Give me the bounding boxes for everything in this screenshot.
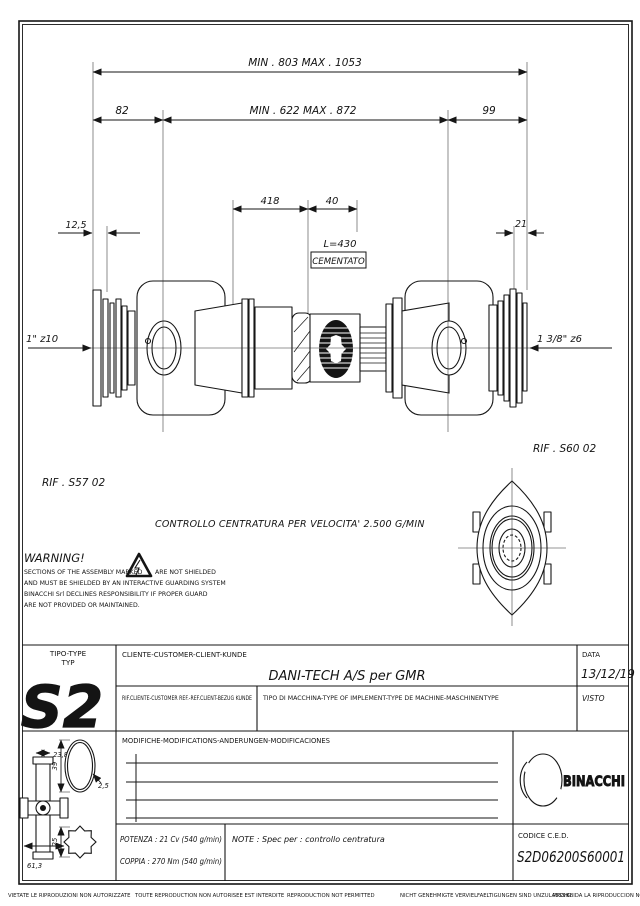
tipo-label-2: TYP — [60, 658, 75, 667]
dim-12-5: 12,5 — [65, 220, 86, 231]
modifiche-label: MODIFICHE-MODIFICATIONS-ANDERUNGEN-MODIF… — [122, 737, 330, 745]
dim-99: 99 — [482, 105, 496, 117]
visto-label: VISTO — [582, 694, 605, 703]
warning-title: WARNING! — [24, 551, 85, 565]
warning-line4: ARE NOT PROVIDED OR MAINTAINED. — [24, 602, 140, 609]
tube-wall-dim: 2,5 — [98, 782, 109, 790]
coppia-value: COPPIA : 270 Nm (540 g/min) — [120, 857, 222, 866]
footer-notice-it: VIETATE LE RIPRODUZIONI NON AUTORIZZATE — [8, 893, 131, 899]
cross-length-dim: 61,3 — [27, 862, 42, 870]
footer-notice-en: REPRODUCTION NOT PERMITTED — [287, 893, 375, 899]
grease-nipple-icon — [144, 337, 152, 345]
cross-journal-view: 23,8 61,3 — [19, 749, 69, 870]
tube-od-dim: 39 — [51, 762, 59, 771]
data-label: DATA — [582, 651, 600, 659]
control-note: CONTROLLO CENTRATURA PER VELOCITA' 2.500… — [155, 519, 425, 530]
title-block-grid — [22, 644, 629, 881]
warning-triangle-icon — [125, 552, 153, 578]
footer-notice-fr: TOUTE REPRODUCTION NON AUTORISEE EST INT… — [134, 893, 285, 899]
cliente-value: DANI-TECH A/S per GMR — [268, 669, 425, 684]
extension-lines — [92, 62, 528, 316]
footer-notice-de: NICHT GENEHMIGTE VERVIELFAELTIGUNGEN SIN… — [400, 893, 571, 899]
footer-notices: VIETATE LE RIPRODUZIONI NON AUTORIZZATE … — [8, 893, 640, 899]
note-value: NOTE : Spec per : controllo centratura — [232, 835, 385, 844]
spline-right-label: 1 3/8" z6 — [537, 334, 582, 345]
warning-line1b: ARE NOT SHIELDED — [155, 569, 216, 576]
dim-overall: MIN . 803 MAX . 1053 — [248, 57, 362, 69]
cemented-label: CEMENTATO — [312, 257, 365, 267]
spline-od-dim: 25 — [51, 838, 59, 847]
centerlines — [91, 110, 530, 432]
warning-flash-icon — [134, 559, 141, 576]
spline-section-view: 25 — [51, 825, 97, 859]
binacchi-logo: BINACCHI — [519, 753, 625, 807]
cemented-box: CEMENTATO — [310, 251, 367, 269]
spline-label-left: 1" z10 — [26, 334, 92, 352]
spline-left-label: 1" z10 — [26, 334, 58, 345]
type-cell: TIPO-TYPE TYP S2 — [20, 649, 103, 742]
dim-418: 418 — [260, 196, 279, 207]
potenza-value: POTENZA : 21 Cv (540 g/min) — [120, 835, 222, 844]
dim-40: 40 — [326, 196, 339, 207]
footer-notice-es: PROHIBIDA LA RIPRODUCCION NO AUTORIZADA — [553, 893, 640, 899]
rif-cliente-label: RIF.CLIENTE-CUSTOMER REF.-REF.CLIENT-BEZ… — [122, 695, 252, 702]
codice-label: CODICE C.E.D. — [518, 832, 569, 840]
warning-block: WARNING! SECTIONS OF THE ASSEMBLY MARKED… — [24, 551, 226, 609]
spline-bore-icon — [326, 335, 346, 363]
grease-nipple-icon — [460, 337, 468, 345]
dim-82: 82 — [115, 105, 129, 117]
macchina-label: TIPO DI MACCHINA-TYPE OF IMPLEMENT-TYPE … — [262, 695, 499, 702]
codice-value: S2D06200S60001 — [517, 848, 625, 866]
rif-right-label: RIF . S60 02 — [533, 443, 596, 455]
warning-line1a: SECTIONS OF THE ASSEMBLY MARKED — [24, 569, 143, 576]
tipo-label-1: TIPO-TYPE — [49, 649, 87, 658]
tube-section-view: 39 2,5 — [51, 739, 109, 793]
tipo-value: S2 — [21, 673, 103, 741]
data-value: 13/12/19 — [581, 667, 635, 681]
rif-left-label: RIF . S57 02 — [42, 477, 105, 489]
spline-label-right: 1 3/8" z6 — [529, 334, 612, 352]
dim-inner: MIN . 622 MAX . 872 — [250, 105, 357, 117]
end-view — [458, 468, 566, 626]
sheet-border — [18, 20, 633, 885]
dim-21: 21 — [515, 219, 527, 230]
brand-name: BINACCHI — [563, 774, 625, 790]
len-label: L=430 — [323, 239, 356, 250]
dimension-lines — [58, 68, 544, 237]
warning-line2: AND MUST BE SHIELDED BY AN INTERACTIVE G… — [24, 580, 226, 587]
warning-line3: BINACCHI Srl DECLINES RESPONSIBILITY IF … — [24, 591, 208, 598]
modifiche-lines — [126, 754, 498, 822]
cliente-label: CLIENTE-CUSTOMER-CLIENT-KUNDE — [122, 651, 247, 659]
